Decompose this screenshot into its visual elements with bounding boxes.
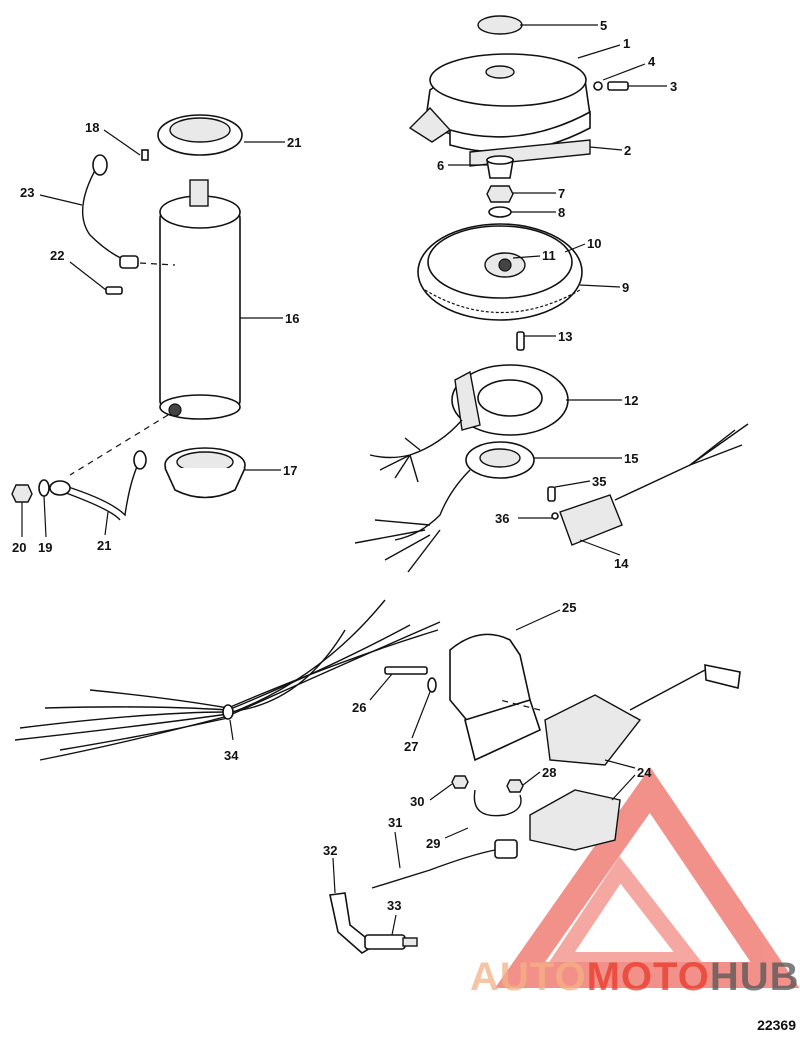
callout-13: 13: [558, 329, 572, 344]
watermark-part-auto: AUTO: [470, 955, 587, 999]
callout-10: 10: [587, 236, 601, 251]
callout-6: 6: [437, 158, 444, 173]
callout-31: 31: [388, 815, 402, 830]
callout-18: 18: [85, 120, 99, 135]
callout-29: 29: [426, 836, 440, 851]
callout-34: 34: [224, 748, 239, 763]
figure-number: 22369: [757, 1017, 796, 1033]
callout-33: 33: [387, 898, 401, 913]
watermark-part-hub: HUB: [710, 955, 800, 999]
callout-21-top: 21: [287, 135, 301, 150]
callout-3: 3: [670, 79, 677, 94]
callout-8: 8: [558, 205, 565, 220]
flywheel-cover-assembly: [408, 15, 629, 351]
callout-16: 16: [285, 311, 299, 326]
callout-12: 12: [624, 393, 638, 408]
callout-19: 19: [38, 540, 52, 555]
callout-24: 24: [637, 765, 652, 780]
callout-30: 30: [410, 794, 424, 809]
starter-motor-assembly: [11, 114, 246, 521]
watermark-part-moto: MOTO: [587, 955, 710, 999]
leader-lines: [21, 24, 667, 936]
callout-7: 7: [558, 186, 565, 201]
callout-21-bottom: 21: [97, 538, 111, 553]
callout-17: 17: [283, 463, 297, 478]
callout-2: 2: [624, 143, 631, 158]
stator-trigger-assembly: [354, 364, 749, 573]
callout-36: 36: [495, 511, 509, 526]
callout-22: 22: [50, 248, 64, 263]
callout-labels: 5 1 4 3 2 6 7 8 10 11 9 13 12 15 35 36 1…: [12, 18, 677, 913]
callout-32: 32: [323, 843, 337, 858]
callout-1: 1: [623, 36, 630, 51]
callout-9: 9: [622, 280, 629, 295]
callout-4: 4: [648, 54, 656, 69]
wiring-harness-ignition: [14, 599, 741, 954]
callout-28: 28: [542, 765, 556, 780]
callout-15: 15: [624, 451, 638, 466]
callout-14: 14: [614, 556, 629, 571]
callout-27: 27: [404, 739, 418, 754]
callout-20: 20: [12, 540, 26, 555]
callout-25: 25: [562, 600, 576, 615]
callout-23: 23: [20, 185, 34, 200]
watermark-logo: [494, 767, 800, 988]
callout-11: 11: [542, 248, 556, 263]
callout-5: 5: [600, 18, 607, 33]
watermark-text: AUTOMOTOHUB: [470, 955, 800, 999]
callout-35: 35: [592, 474, 606, 489]
svg-text:AUTOMOTOHUB: AUTOMOTOHUB: [470, 955, 800, 999]
callout-26: 26: [352, 700, 366, 715]
